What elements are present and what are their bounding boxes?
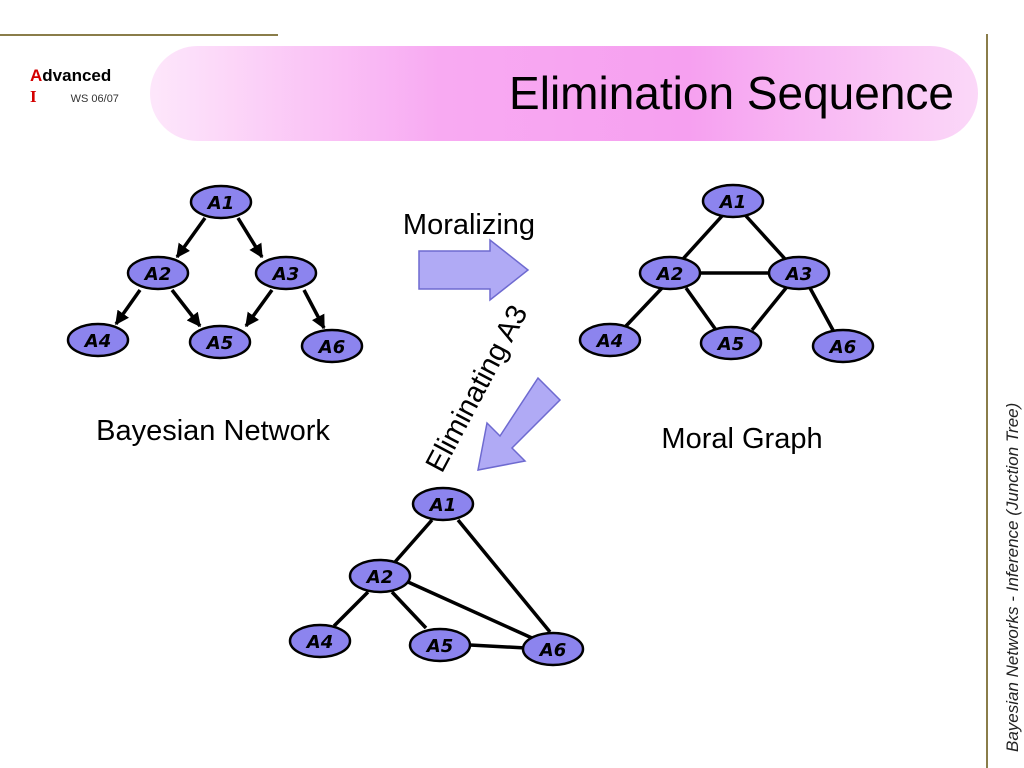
moral-graph-edges xyxy=(624,214,836,333)
top-rule xyxy=(0,34,278,36)
svg-text:A5: A5 xyxy=(716,334,744,355)
edge-a3-a5 xyxy=(244,288,274,328)
logo-line-2: I WS 06/07 xyxy=(30,87,119,107)
logo-line-1: Advanced xyxy=(30,66,119,86)
bayesian-network-nodes: A1 A2 A3 A4 A5 A6 xyxy=(66,184,364,364)
eliminating-arrow xyxy=(477,376,562,471)
side-rule xyxy=(986,34,988,768)
edge-a3-a6 xyxy=(808,287,836,333)
svg-text:A5: A5 xyxy=(205,333,233,354)
edge-a1-a3 xyxy=(236,217,264,259)
node-a3: A3 xyxy=(254,255,318,291)
bayesian-network-caption: Bayesian Network xyxy=(96,415,330,447)
eliminated-graph-nodes: A1 A2 A4 A5 A6 xyxy=(288,486,585,667)
svg-text:A4: A4 xyxy=(83,331,111,352)
svg-text:A6: A6 xyxy=(828,337,856,358)
node-a1: A1 xyxy=(189,184,253,220)
svg-text:A2: A2 xyxy=(143,264,171,285)
bayesian-network-edges xyxy=(114,216,326,330)
svg-text:A4: A4 xyxy=(595,331,623,352)
svg-text:A2: A2 xyxy=(365,567,393,588)
node-a2: A2 xyxy=(126,255,190,291)
logo-rest: dvanced xyxy=(42,66,112,85)
edge-a2-a4 xyxy=(624,286,664,328)
node-a1: A1 xyxy=(411,486,475,522)
edge-a1-a3 xyxy=(744,214,788,262)
title-band: Elimination Sequence xyxy=(150,46,978,141)
moral-graph-caption: Moral Graph xyxy=(661,423,822,455)
edge-a2-a4 xyxy=(114,288,142,326)
edge-a5-a6 xyxy=(469,643,527,650)
edge-a1-a2 xyxy=(175,216,207,259)
svg-text:A6: A6 xyxy=(317,337,345,358)
eliminated-graph-edges xyxy=(332,518,552,650)
moralizing-label: Moralizing xyxy=(403,209,535,241)
node-a6: A6 xyxy=(521,631,585,667)
edge-a2-a4 xyxy=(332,590,370,628)
svg-text:A2: A2 xyxy=(655,264,683,285)
node-a3: A3 xyxy=(767,255,831,291)
eliminating-label: Eliminating A3 xyxy=(420,300,535,477)
edge-a1-a2 xyxy=(393,518,434,564)
logo-second-letter: I xyxy=(30,87,37,106)
edge-a1-a2 xyxy=(680,214,724,262)
page-title: Elimination Sequence xyxy=(509,67,954,119)
svg-text:A3: A3 xyxy=(271,264,299,285)
svg-text:A1: A1 xyxy=(206,193,234,214)
edge-a2-a5 xyxy=(170,288,202,328)
node-a4: A4 xyxy=(66,322,130,358)
edge-a2-a5 xyxy=(684,286,718,332)
svg-text:A1: A1 xyxy=(718,192,746,213)
svg-text:A5: A5 xyxy=(425,636,453,657)
svg-text:A4: A4 xyxy=(305,632,333,653)
node-a2: A2 xyxy=(638,255,702,291)
svg-text:A6: A6 xyxy=(538,640,566,661)
logo: Advanced I WS 06/07 xyxy=(30,66,119,107)
moralizing-arrow xyxy=(418,238,530,302)
logo-first-letter: A xyxy=(30,66,43,85)
edge-a3-a5 xyxy=(750,286,788,332)
svg-text:A1: A1 xyxy=(428,495,456,516)
node-a6: A6 xyxy=(300,328,364,364)
node-a1: A1 xyxy=(701,183,765,219)
moral-graph-nodes: A1 A2 A3 A4 A5 A6 xyxy=(578,183,875,364)
term-label: WS 06/07 xyxy=(70,93,119,105)
node-a5: A5 xyxy=(699,325,763,361)
edge-a3-a6 xyxy=(302,289,326,330)
node-a4: A4 xyxy=(288,623,352,659)
node-a6: A6 xyxy=(811,328,875,364)
node-a4: A4 xyxy=(578,322,642,358)
node-a2: A2 xyxy=(348,558,412,594)
node-a5: A5 xyxy=(188,324,252,360)
node-a5: A5 xyxy=(408,627,472,663)
svg-text:A3: A3 xyxy=(784,264,812,285)
edge-a2-a6 xyxy=(407,580,533,640)
edge-a2-a5 xyxy=(390,590,428,630)
edge-a1-a6 xyxy=(456,518,552,634)
